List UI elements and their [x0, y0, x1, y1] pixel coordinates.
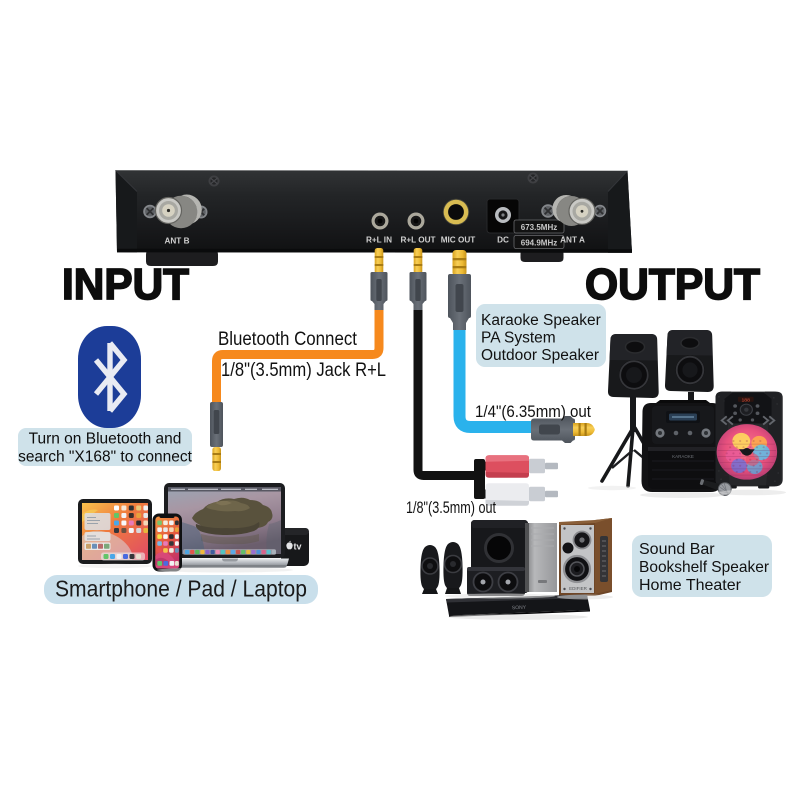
- svg-text:Sound Bar: Sound Bar: [639, 541, 715, 558]
- svg-text:R+L IN: R+L IN: [366, 236, 392, 245]
- svg-text:Outdoor Speaker: Outdoor Speaker: [481, 347, 599, 364]
- svg-text:PA System: PA System: [481, 330, 556, 347]
- svg-text:INPUT: INPUT: [62, 260, 189, 309]
- svg-text:EDIFIER: EDIFIER: [569, 586, 588, 591]
- svg-text:ANT A: ANT A: [560, 236, 585, 245]
- svg-text:694.9MHz: 694.9MHz: [521, 239, 557, 248]
- svg-text:Bluetooth Connect: Bluetooth Connect: [218, 329, 358, 350]
- svg-text:673.5MHz: 673.5MHz: [521, 223, 557, 232]
- svg-text:Home Theater: Home Theater: [639, 577, 742, 594]
- svg-text:search "X168" to connect: search "X168" to connect: [18, 449, 193, 466]
- svg-text:OUTPUT: OUTPUT: [585, 260, 760, 309]
- svg-text:R+L OUT: R+L OUT: [400, 236, 435, 245]
- svg-text:Karaoke Speaker: Karaoke Speaker: [481, 312, 601, 329]
- svg-text:Turn on Bluetooth and: Turn on Bluetooth and: [29, 431, 182, 448]
- svg-text:MIC OUT: MIC OUT: [441, 236, 476, 245]
- svg-text:SONY: SONY: [512, 605, 527, 612]
- svg-text:Smartphone / Pad / Laptop: Smartphone / Pad / Laptop: [55, 576, 307, 602]
- svg-text:KARAOKE: KARAOKE: [672, 454, 694, 459]
- svg-text:ANT B: ANT B: [164, 237, 189, 246]
- svg-text:1/4"(6.35mm) out: 1/4"(6.35mm) out: [475, 402, 591, 421]
- svg-text:188: 188: [741, 398, 750, 404]
- svg-text:DC: DC: [497, 236, 509, 245]
- svg-text:tv: tv: [294, 542, 302, 552]
- svg-text:1/8"(3.5mm) out: 1/8"(3.5mm) out: [406, 499, 496, 517]
- svg-text:1/8"(3.5mm) Jack R+L: 1/8"(3.5mm) Jack R+L: [221, 360, 386, 381]
- svg-text:Bookshelf Speaker: Bookshelf Speaker: [639, 559, 770, 576]
